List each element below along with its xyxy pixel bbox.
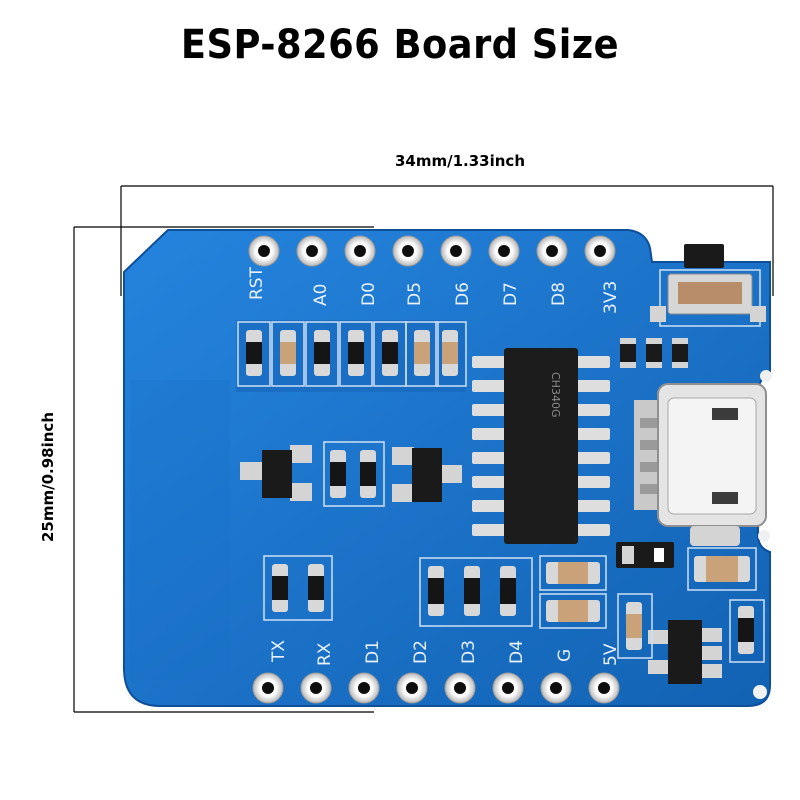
resistor-regulator — [617, 593, 765, 663]
pin-label-tx: TX — [269, 640, 289, 663]
smd-trio-top-right — [620, 338, 688, 368]
antenna-area — [130, 380, 230, 680]
pin-label-d1: D1 — [363, 640, 383, 664]
pin-label-d3: D3 — [459, 640, 479, 664]
reset-button — [650, 244, 766, 327]
pin-label-rst: RST — [247, 266, 267, 300]
capacitors — [539, 547, 757, 629]
height-dimension-line — [73, 226, 374, 713]
resistor-row-top — [237, 321, 467, 387]
top-pin-labels: RST A0 D0 D5 D6 D7 D8 3V3 — [247, 266, 621, 314]
pin-label-d2: D2 — [411, 640, 431, 664]
resistor-row-lower — [419, 557, 533, 627]
pin-label-d4: D4 — [507, 640, 527, 664]
usb-serial-chip: CH340G — [472, 348, 610, 544]
bottom-header-pads — [252, 672, 620, 704]
width-dimension-label: 34mm/1.33inch — [394, 152, 525, 170]
pin-label-d7: D7 — [501, 282, 521, 306]
transistor-right — [392, 447, 462, 502]
pin-label-d8: D8 — [549, 282, 569, 306]
mounting-dot — [753, 685, 767, 699]
resistor-pair-middle — [323, 441, 385, 507]
top-header-pads — [248, 235, 616, 267]
transistor-left — [240, 445, 312, 501]
pin-label-a0: A0 — [311, 284, 331, 306]
diode — [616, 542, 674, 568]
pin-label-g: G — [555, 649, 575, 662]
pin-label-d5: D5 — [405, 282, 425, 306]
pin-label-5v: 5V — [601, 643, 621, 666]
page-title: ESP-8266 Board Size — [180, 22, 620, 68]
bottom-pin-labels: TX RX D1 D2 D3 D4 G 5V — [269, 640, 621, 666]
pin-label-rx: RX — [315, 642, 335, 666]
pin-label-d0: D0 — [359, 282, 379, 306]
width-dimension-line — [120, 185, 774, 296]
voltage-regulator — [648, 620, 722, 684]
chip-marking: CH340G — [549, 372, 562, 417]
resistor-pair-lower-left — [263, 555, 333, 621]
pin-label-3v3: 3V3 — [601, 281, 621, 314]
micro-usb-connector — [634, 370, 772, 546]
pin-label-d6: D6 — [453, 282, 473, 306]
